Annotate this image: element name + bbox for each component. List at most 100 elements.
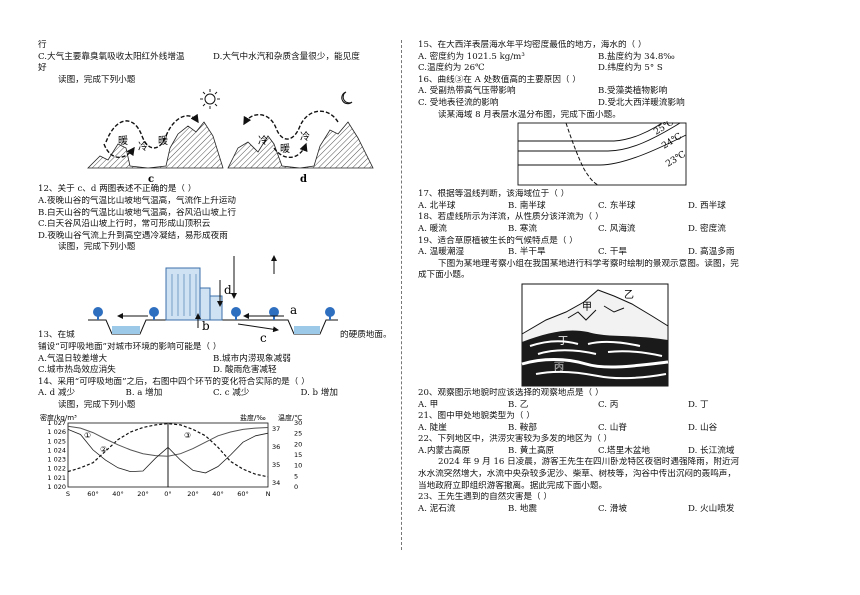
left-column: 行 C.大气主要靠臭氧吸收太阳红外线增温 D.大气中水汽和杂质含量很少，能见度 … (38, 40, 392, 498)
temperature-tick-label: 25 (294, 429, 302, 437)
q18-option-b: B. 寒流 (508, 223, 537, 234)
q20-option-a: A. 甲 (418, 399, 439, 410)
location-label-jia: 甲 (582, 302, 592, 313)
density-tick-label: 1 023 (47, 455, 66, 463)
chart-series-line-2 (67, 425, 269, 457)
q22-option-c: C.塔里木盆地 (598, 445, 650, 456)
q15-option-d: D.纬度约为 5° S (598, 63, 663, 74)
latitude-tick-label: 0° (164, 490, 171, 498)
q14-option-a: A. d 减少 (38, 388, 76, 399)
q22-option-a: A.内蒙古高原 (418, 445, 470, 456)
q20-option-b: B. 乙 (508, 399, 529, 410)
column-divider (401, 40, 402, 550)
sun-icon (200, 89, 220, 110)
q12-stem: 12、关于 c、d 两图表述不正确的是（ ） (38, 184, 197, 195)
right-axis-title-salinity: 盐度/‰ (240, 413, 266, 422)
q15-option-a: A. 密度约为 1021.5 kg/m³ (418, 51, 525, 62)
q16-option-d: D.受北大西洋暖流影响 (598, 97, 685, 108)
chart-frame-right (167, 422, 269, 487)
density-tick-label: 1 020 (47, 483, 66, 491)
q18-option-a: A. 暖流 (418, 223, 447, 234)
q13-stem-part-2: 的硬质地面。 (340, 329, 392, 340)
isotherm-label-24: 24℃ (660, 132, 684, 152)
q11-option-c: C.大气主要靠臭氧吸收太阳红外线增温 (38, 51, 185, 62)
q21-option-b: B. 鞍部 (508, 422, 537, 433)
q13-option-b: B.城市内涝现象减弱 (213, 353, 291, 364)
q14-options: A. d 减少 B. a 增加 C. c 减少 D. b 增加 (38, 388, 388, 400)
figure-label-b: b (202, 319, 210, 333)
figure-d-diagram: 冷 暖 冷 d (227, 91, 374, 184)
carry-over-text: 行 (38, 40, 47, 50)
curve-marker-1: ① (84, 431, 91, 440)
tree-icon (93, 306, 335, 320)
left-axis-title: 密度/kg/m³ (40, 413, 77, 422)
q20-options: A. 甲 B. 乙 C. 丙 D. 丁 (418, 400, 778, 412)
q21-option-d: D. 山谷 (688, 422, 718, 433)
q13-stem-part-3: 铺设“可呼吸地面”对城市环境的影响可能是（ ） (38, 341, 222, 352)
figure-label-c: c (260, 331, 267, 342)
temperature-tick-label: 5 (294, 472, 298, 480)
q17-stem: 17、根据等温线判断，该海域位于（ ） (418, 189, 570, 200)
q12-option-b: B.白天山谷的气温比山坡地气温高，谷风沿山坡上行 (38, 207, 237, 218)
q19-option-c: C. 干旱 (598, 247, 627, 258)
q12-option-d: D.夜晚山谷气流上升到高空遇冷凝结，易形成夜雨 (38, 230, 228, 241)
figure-c-diagram: 暖 冷 暖 c (87, 89, 224, 184)
temperature-tick-label: 10 (294, 461, 302, 469)
q16-option-c: C. 受地表径流的影响 (418, 97, 499, 108)
curve-marker-3: ③ (184, 431, 191, 440)
latitude-tick-label: 60° (87, 490, 99, 498)
figure-c-label-cold: 冷 (138, 140, 148, 153)
q11-option-d: D.大气中水汽和杂质含量很少，能见度 (213, 51, 360, 62)
urban-water-cycle-figure: d a b c (88, 254, 338, 342)
location-label-bing: 丙 (554, 362, 564, 373)
location-label-ding: 丁 (558, 336, 568, 347)
q14-option-d: D. b 增加 (300, 388, 338, 399)
q21-option-c: C. 山脊 (598, 422, 627, 433)
q12-option-a: A.夜晚山谷的气温比山坡地气温高，气流作上升运动 (38, 195, 237, 206)
q14-option-c: C. c 减少 (213, 388, 250, 399)
q23-options: A. 泥石流 B. 地震 C. 滑坡 D. 火山喷发 (418, 504, 778, 516)
passage-line-3: 当地政府立即组织游客撤离。据此完成下面小题。 (418, 480, 608, 491)
density-tick-label: 1 026 (47, 428, 66, 436)
q13-stem-part-1: 13、在城 (38, 329, 75, 340)
q15-stem: 15、在大西洋表层海水年平均密度最低的地方，海水的（ ） (418, 40, 647, 50)
density-tick-label: 1 021 (47, 473, 66, 481)
q19-option-d: D. 高温多雨 (688, 247, 735, 258)
q20-stem: 20、观察图示地貌时应该选择的观察地点是（ ） (418, 387, 604, 398)
q23-option-a: A. 泥石流 (418, 503, 456, 514)
isotherm-label-23: 23℃ (664, 150, 688, 170)
q19-option-a: A. 温暖潮湿 (418, 247, 465, 258)
moon-icon (341, 91, 353, 105)
read-figure-instruction: 读图，完成下列小题 (58, 74, 136, 85)
read-figure-instruction: 读图，完成下列小题 (58, 399, 136, 410)
q16-options-row-2: C. 受地表径流的影响 D.受北大西洋暖流影响 (418, 98, 778, 110)
figure-d-label-cold-2: 冷 (300, 130, 310, 143)
latitude-tick-label: 20° (187, 490, 199, 498)
read-figure-instruction: 读某海域 8 月表层水温分布图，完成下面小题。 (438, 109, 621, 120)
latitude-tick-label: N (266, 490, 271, 498)
q15-option-b: B.盐度约为 34.8‰ (598, 51, 675, 62)
q18-options: A. 暖流 B. 寒流 C. 风海流 D. 密度流 (418, 224, 778, 236)
passage-line-1: 2024 年 9 月 16 日凌晨，游客王先生在四川卧龙特区夜宿时遇强降雨，附近… (438, 457, 740, 468)
q23-stem: 23、王先生遇到的自然灾害是（ ） (418, 492, 552, 503)
figure-c-label-warm-1: 暖 (118, 134, 128, 147)
density-tick-label: 1 025 (47, 437, 66, 445)
chart-series-line-3 (67, 428, 269, 473)
figure-d-caption: d (300, 174, 307, 184)
latitude-tick-label: 40° (112, 490, 124, 498)
salinity-tick-label: 36 (272, 443, 280, 451)
chart-series-line-1 (67, 422, 269, 477)
q22-stem: 22、下列地区中，洪涝灾害较为多发的地区为（ ） (418, 434, 613, 445)
salinity-tick-label: 35 (272, 461, 280, 469)
salinity-tick-label: 37 (272, 425, 280, 433)
q20-option-d: D. 丁 (688, 399, 709, 410)
mountain-valley-wind-figure: 暖 冷 暖 c 冷 暖 冷 d (87, 89, 374, 184)
q15-options-row-2: C.温度约为 26℃ D.纬度约为 5° S (418, 63, 778, 75)
right-axis-title-temperature: 温度/℃ (278, 413, 302, 422)
q19-options: A. 温暖潮湿 B. 半干旱 C. 干旱 D. 高温多雨 (418, 247, 778, 259)
density-tick-label: 1 022 (47, 464, 66, 472)
q21-stem: 21、图中甲处地貌类型为（ ） (418, 411, 535, 422)
density-tick-label: 1 027 (47, 419, 66, 427)
q21-option-a: A. 陡崖 (418, 422, 447, 433)
